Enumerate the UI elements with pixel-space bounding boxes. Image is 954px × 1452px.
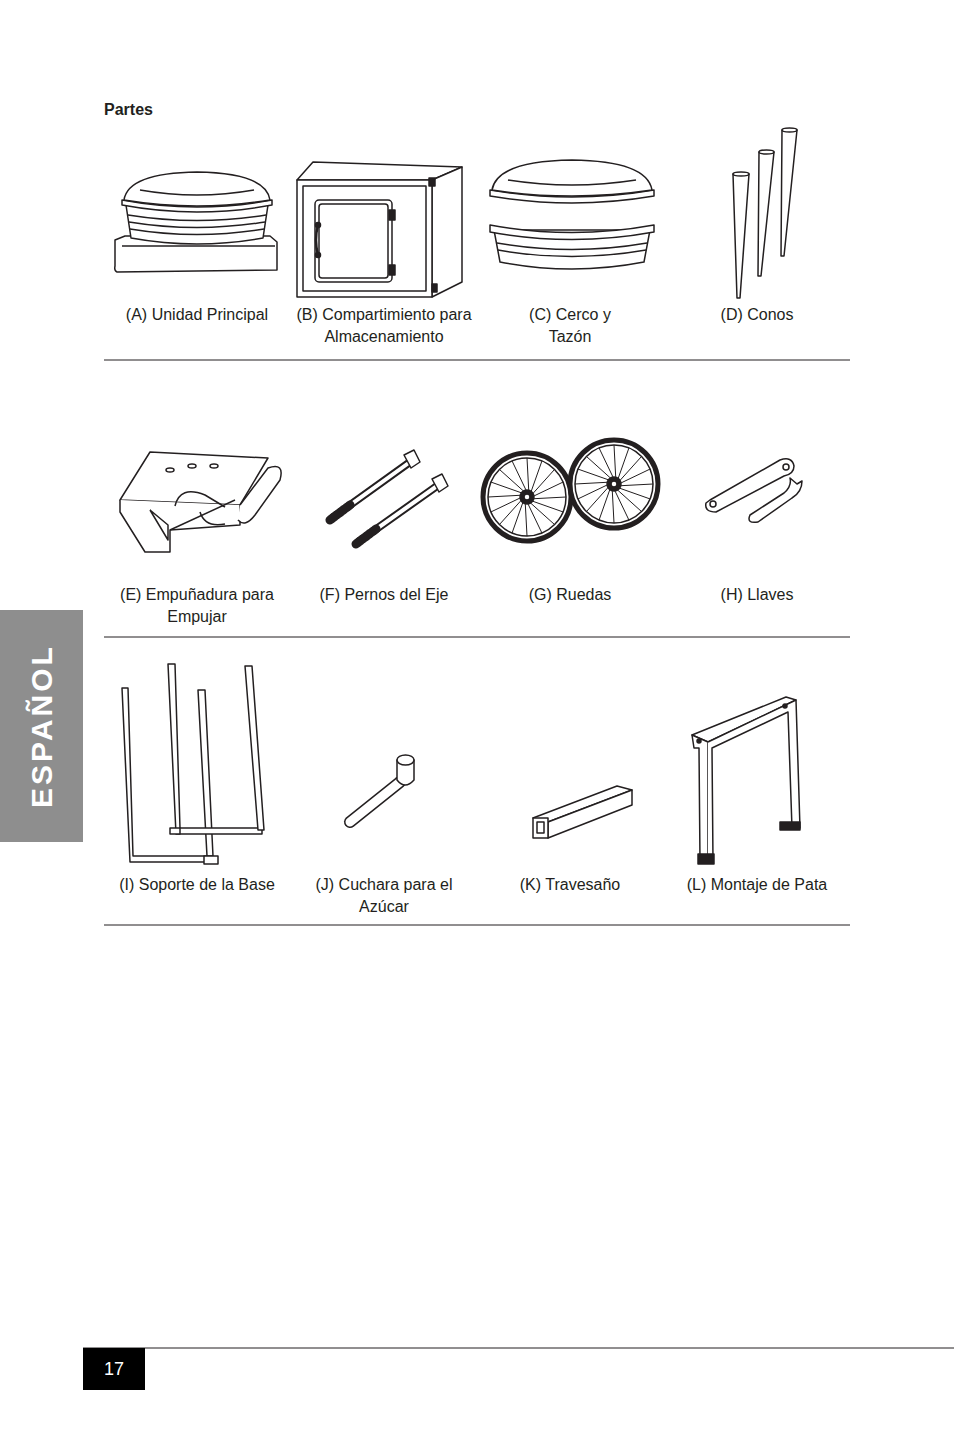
part-label: (G) Ruedas (495, 584, 645, 606)
language-tab: ESPAÑOL (0, 610, 83, 842)
language-label: ESPAÑOL (25, 644, 59, 808)
cones-drawing (733, 128, 797, 298)
part-label: (L) Montaje de Pata (667, 874, 847, 896)
storage-cabinet-drawing (297, 162, 462, 297)
part-label: (J) Cuchara para el Azúcar (309, 874, 459, 918)
part-label: (F) Pernos del Eje (299, 584, 469, 606)
page-heading: Partes (104, 101, 153, 119)
sugar-scoop-drawing (350, 755, 414, 822)
part-label: (H) Llaves (682, 584, 832, 606)
part-label: (K) Travesaño (495, 874, 645, 896)
page-number: 17 (104, 1359, 124, 1380)
part-label: (C) Cerco y Tazón (515, 304, 625, 348)
leg-assembly-drawing (692, 697, 800, 864)
part-label: (A) Unidad Principal (102, 304, 292, 326)
page-number-box: 17 (83, 1348, 145, 1390)
part-label: (D) Conos (682, 304, 832, 326)
part-label: (B) Compartimiento para Almacenamiento (284, 304, 484, 348)
wrenches-drawing (706, 459, 802, 523)
main-unit-drawing (115, 172, 277, 272)
part-label: (E) Empuñadura para Empujar (110, 584, 285, 628)
wheels-drawing (483, 440, 658, 541)
axle-bolts-drawing (330, 450, 448, 544)
crossbar-drawing (533, 786, 632, 838)
bowl-drawing (490, 160, 654, 269)
part-label: (I) Soporte de la Base (102, 874, 292, 896)
push-handle-drawing (120, 452, 281, 552)
base-support-drawing (122, 664, 264, 864)
